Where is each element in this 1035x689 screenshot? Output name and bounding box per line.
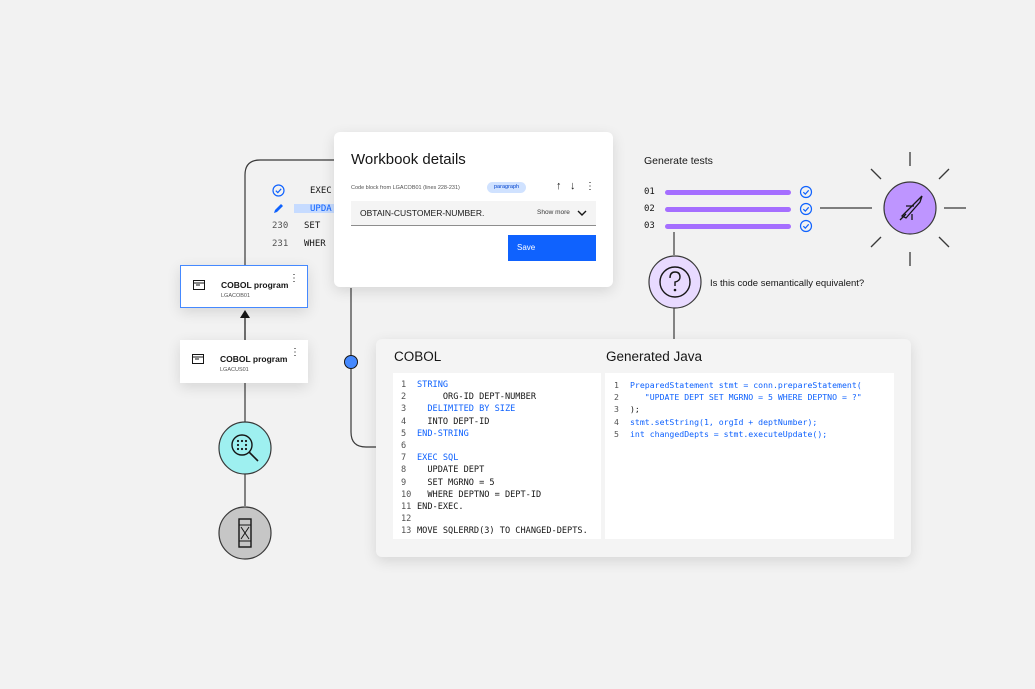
code-line: 3 DELIMITED BY SIZE (401, 404, 516, 415)
question-icon (648, 255, 702, 309)
cobol-program-node-selected[interactable]: COBOL program LGACOB01 ⋮ (180, 265, 308, 308)
check-circle-icon (799, 219, 812, 233)
check-circle-icon (272, 184, 285, 197)
select-value: OBTAIN-CUSTOMER-NUMBER. (360, 208, 485, 218)
code-line: 3); (614, 404, 640, 415)
overflow-menu-icon[interactable]: ⋮ (290, 347, 300, 358)
arrow-up-icon[interactable]: ↑ (556, 180, 562, 192)
generate-tests-title: Generate tests (644, 155, 713, 167)
code-line: 12 (401, 514, 412, 525)
code-line: 2 ORG-ID DEPT-NUMBER (401, 392, 536, 403)
cobol-title: COBOL (394, 349, 442, 364)
test-progress-bar (664, 206, 791, 212)
sql-line: EXEC SQ (310, 186, 348, 196)
window-icon (193, 280, 205, 290)
workbook-details-card: Workbook details Code block from LGACOB0… (334, 132, 613, 287)
workbook-title: Workbook details (351, 151, 466, 168)
search-analysis-icon (218, 421, 272, 475)
save-button[interactable]: Save (508, 235, 596, 261)
test-progress-bar (664, 189, 791, 195)
paragraph-tag[interactable]: paragraph (487, 182, 527, 193)
question-text: Is this code semantically equivalent? (710, 278, 865, 289)
sql-line: UPDA (310, 204, 332, 214)
check-circle-icon (799, 185, 812, 199)
show-more-label: Show more (537, 209, 570, 216)
mainframe-icon (218, 506, 272, 560)
code-line: 4 INTO DEPT-ID (401, 416, 490, 427)
test-row: 03 (644, 219, 813, 233)
test-number: 01 (644, 187, 655, 197)
paragraph-select[interactable]: OBTAIN-CUSTOMER-NUMBER. Show more (351, 201, 596, 226)
edit-pencil-icon (274, 204, 283, 213)
code-line: 2 "UPDATE DEPT SET MGRNO = 5 WHERE DEPTN… (614, 392, 862, 403)
node-title: COBOL program (221, 280, 289, 290)
window-icon (192, 354, 204, 364)
rocket-icon (870, 152, 966, 266)
overflow-menu-icon[interactable]: ⋮ (585, 181, 595, 192)
cobol-program-node[interactable]: COBOL program LGACUS01 ⋮ (180, 340, 308, 383)
code-line: 10 WHERE DEPTNO = DEPT-ID (401, 489, 542, 500)
test-row: 02 (644, 202, 813, 216)
node-title: COBOL program (220, 354, 288, 364)
test-number: 03 (644, 221, 655, 231)
code-line: 8 UPDATE DEPT (401, 465, 485, 476)
code-block-label: Code block from LGACOB01 (lines 228-231) (351, 185, 460, 191)
code-line: 6 (401, 440, 407, 451)
check-circle-icon (799, 202, 812, 216)
java-title: Generated Java (606, 349, 703, 364)
highlight-bar (294, 204, 334, 213)
code-line: 9 SET MGRNO = 5 (401, 477, 495, 488)
arrow-down-icon[interactable]: ↓ (570, 180, 576, 192)
test-number: 02 (644, 204, 655, 214)
overflow-menu-icon[interactable]: ⋮ (289, 273, 299, 284)
node-subtitle: LGACUS01 (220, 367, 249, 373)
chevron-down-icon (577, 210, 587, 216)
node-subtitle: LGACOB01 (221, 293, 251, 299)
test-progress-bar (664, 223, 791, 229)
connector-dot-icon (344, 355, 358, 369)
test-row: 01 (644, 185, 813, 199)
